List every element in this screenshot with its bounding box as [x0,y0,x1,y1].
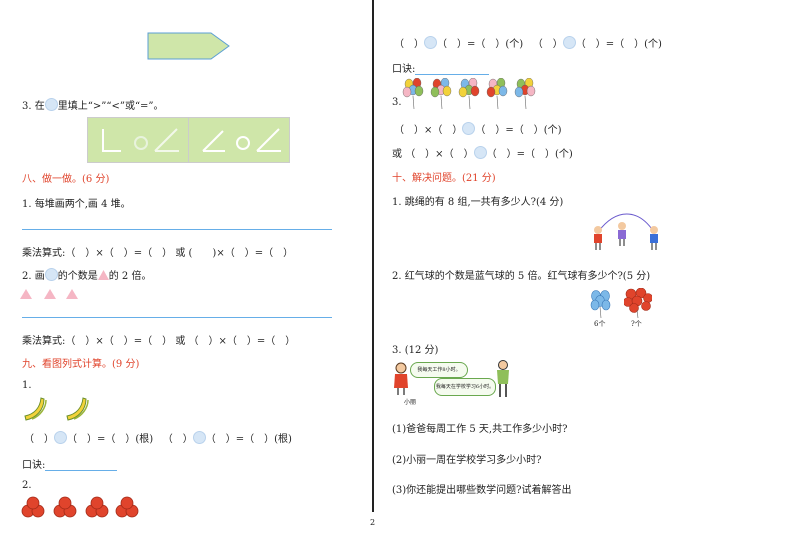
top-formula: （ ）（ ）=（ ）(个) （ ）（ ）=（ ）(个) [394,35,662,50]
banana-icon [24,397,47,421]
s8-question-2: 2. 画的个数是的 2 倍。 [22,267,151,282]
formula-a: 乘法算式:（ ）×（ ）=（ ） [22,248,173,259]
speech-bubble-girl: 我每天工作8小时。 [410,362,468,378]
balloon-bunch-icon [486,78,508,110]
dad-figure [497,360,509,397]
circle-icon [192,431,206,444]
koujue-line[interactable] [45,460,118,471]
or-label: 或 [175,336,186,347]
jump-rope-kids-illustration [594,213,658,250]
s8-formula-1: 乘法算式:（ ）×（ ）=（ ） 或 ( )×（ ）=（ ） [22,244,293,259]
girl-name-label: 小丽 [404,399,417,406]
circle-icon [424,36,437,49]
apples-group [21,496,139,518]
girl-figure [394,362,408,395]
section-8-title: 八、做一做。(6 分) [22,174,110,185]
circle-icon [44,268,58,281]
column-divider [372,0,374,512]
balloon-bunch-icon [402,78,424,110]
s9-koujue: 口诀: [22,456,118,471]
circle-icon [473,146,487,159]
arrow-shape-figure [147,32,230,60]
speech-bubble-dad: 我每天在学校学习6小时。 [434,378,496,396]
s10-sub-question-2: (2)小丽一周在学校学习多少小时? [392,455,542,466]
s10-sub-question-1: (1)爸爸每周工作 5 天,共工作多少小时? [392,424,568,435]
formula-a: 乘法算式:（ ）×（ ）=（ ） [22,336,173,347]
s8-formula-2: 乘法算式:（ ）×（ ）=（ ） 或 （ ）×（ ）=（ ） [22,332,295,347]
circle-icon [54,431,67,444]
circle-icon [462,122,476,135]
balloon-bunch-icon [430,78,452,110]
s9-question-2: 2. [22,480,32,491]
triangle-icon [97,270,109,280]
blue-balloons-icon [590,290,611,318]
s10-question-3: 3. (12 分) [392,345,439,356]
formula-b: ( )×（ ）=（ ） [188,248,294,259]
s9-formula-1: （ ）（ ）=（ ）(根) （ ）（ ）=（ ）(根) [24,430,292,445]
right-question-3: 3. [392,97,402,108]
red-balloons-label: ?个 [631,320,642,328]
section-9-title: 九、看图列式计算。(9 分) [22,359,140,370]
angle-comparison-figure [87,117,290,163]
balloon-bunch-icon [458,78,480,110]
red-balloons-icon [624,288,652,318]
question-3-compare-angles: 3. 在里填上“>”“<”或“=”。 [22,97,164,112]
formula-b: （ ）×（ ）=（ ） [188,336,296,347]
page-number: 2 [370,518,376,527]
s8-answer-line-1[interactable] [22,228,332,230]
or-label: 或 [175,248,186,259]
right-koujue: 口诀: [392,60,490,75]
right-formula-3b: 或 （ ）×（ ）（ ）=（ ）(个) [392,145,573,160]
section-10-title: 十、解决问题。(21 分) [392,173,496,184]
koujue-line[interactable] [415,64,490,75]
banana-icon [66,397,89,421]
s10-question-2: 2. 红气球的个数是蓝气球的 5 倍。红气球有多少个?(5 分) [392,271,651,282]
circle-icon [562,36,576,49]
s10-sub-question-3: (3)你还能提出哪些数学问题?试着解答出 [392,485,572,496]
s8-question-1: 1. 每堆画两个,画 4 堆。 [22,199,131,210]
s8-answer-line-2[interactable] [22,316,332,318]
blue-balloons-label: 6个 [594,320,606,328]
s9-question-1: 1. [22,380,32,391]
right-formula-3a: （ ）×（ ）（ ）=（ ）(个) [394,121,562,136]
circle-icon [44,98,58,111]
triangles-group [20,289,78,299]
s10-question-1: 1. 跳绳的有 8 组,一共有多少人?(4 分) [392,197,564,208]
balloon-bunches [402,78,536,110]
balloon-bunch-icon [514,78,536,110]
